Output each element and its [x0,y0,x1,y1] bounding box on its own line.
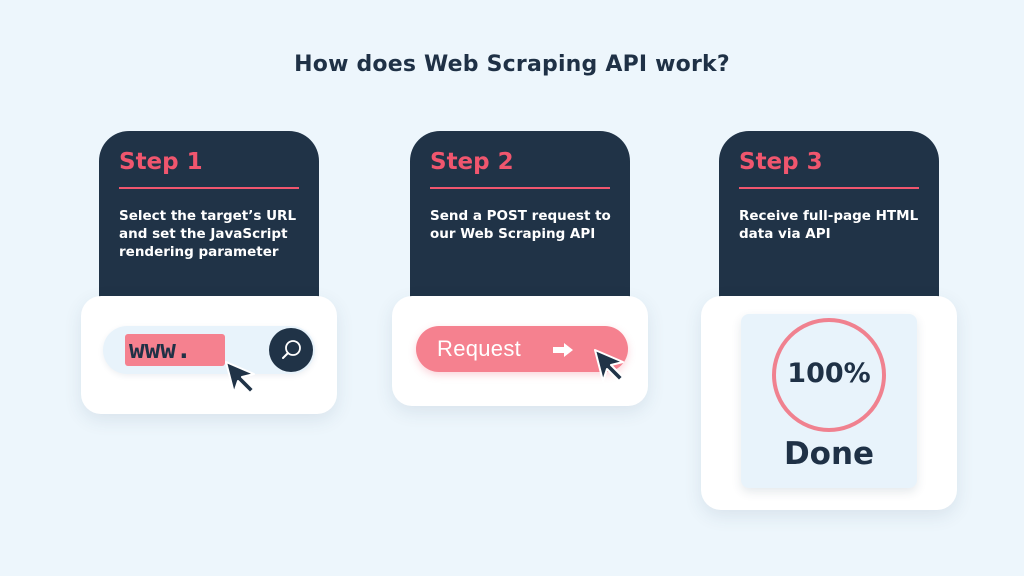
step-2-description: Send a POST request to our Web Scraping … [430,208,611,242]
step-1-panel: www. [81,296,337,414]
step-2-panel: Request [392,296,648,406]
request-button[interactable]: Request [416,326,628,372]
url-search-bar[interactable]: www. [103,326,315,374]
step-3-card: Step 3 Receive full-page HTML data via A… [719,131,939,321]
result-card: 100% Done [741,314,917,488]
progress-ring: 100% [772,318,886,432]
step-1-title: Step 1 [119,149,203,175]
step-3-description: Receive full-page HTML data via API [739,208,919,242]
step-3-panel: 100% Done [701,296,957,510]
status-text: Done [783,436,875,472]
cursor-icon [225,361,255,394]
step-1-card: Step 1 Select the target’s URL and set t… [99,131,319,321]
step-2-title: Step 2 [430,149,514,175]
search-icon [282,340,301,359]
step-2-card: Step 2 Send a POST request to our Web Sc… [410,131,630,321]
step-1-divider [119,187,299,189]
cursor-icon [594,349,624,382]
arrow-right-icon [553,343,573,357]
progress-percent: 100% [787,358,871,389]
step-3-divider [739,187,919,189]
step-3-title: Step 3 [739,149,823,175]
step-1-description: Select the target’s URL and set the Java… [119,208,297,260]
request-button-label: Request [437,336,522,361]
url-text[interactable]: www. [125,334,225,366]
step-2-divider [430,187,610,189]
search-button[interactable] [269,328,313,372]
page-title: How does Web Scraping API work? [294,52,730,77]
